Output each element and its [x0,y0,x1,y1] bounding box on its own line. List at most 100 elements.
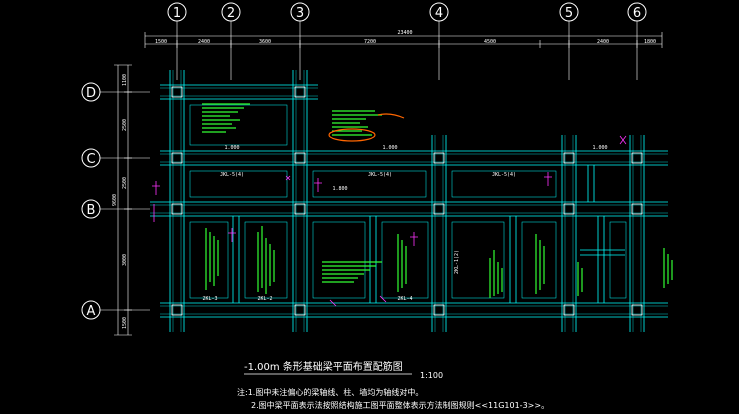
svg-text:2: 2 [227,6,235,21]
beam-row-B[interactable] [150,201,668,217]
beam-secondary-3b[interactable] [369,216,377,303]
beam-row-A[interactable] [160,302,668,318]
svg-text:D: D [86,86,96,101]
svg-text:1500: 1500 [155,39,167,45]
svg-text:2500: 2500 [122,177,128,189]
svg-text:2KL-4: 2KL-4 [397,296,412,302]
svg-text:A: A [87,304,96,319]
column-A3[interactable] [294,304,306,316]
column-B5[interactable] [563,203,575,215]
beam-col-6[interactable] [629,135,645,332]
column-C3[interactable] [294,152,306,164]
column-A4[interactable] [433,304,445,316]
svg-text:9600: 9600 [112,194,118,206]
svg-text:3000: 3000 [122,254,128,266]
highlight-markup[interactable] [328,113,405,142]
svg-text:2KL-2: 2KL-2 [257,296,272,302]
beam-col-3[interactable] [292,70,308,332]
svg-text:1.000: 1.000 [592,145,607,151]
beam-text-labels: 1.000 1.000 1.000 JKL-5(4) JKL-5(4) JKL-… [202,145,607,302]
column-A5[interactable] [563,304,575,316]
annotation-block-6 [397,234,407,292]
grid-bubble-3[interactable]: 3 [290,2,310,80]
svg-text:1800: 1800 [644,39,656,45]
annotation-block-10 [577,262,583,296]
annotation-block-8 [535,234,545,294]
section-marker[interactable] [314,178,322,192]
annotation-block-3 [205,228,219,290]
grid-bubble-2[interactable]: 2 [221,2,241,80]
note-2: 2.图中梁平面表示法按照结构施工图平面整体表示方法制图规则<<11G101-3>… [251,400,549,410]
beam-col-1[interactable] [169,70,185,332]
column-D1[interactable] [171,86,183,98]
svg-text:2400: 2400 [198,39,210,45]
column-B6[interactable] [631,203,643,215]
section-marker[interactable] [152,181,160,195]
beam-row-C[interactable] [160,150,668,166]
section-marker[interactable] [379,295,387,303]
svg-text:1: 1 [173,6,181,21]
annotation-block-2 [332,110,382,136]
svg-text:2KL-3: 2KL-3 [202,296,217,302]
beam-col-4[interactable] [431,135,447,332]
beam-secondary-2[interactable] [232,216,240,303]
beam-secondary-5b[interactable] [580,216,625,303]
beam-secondary-4b[interactable] [509,216,517,303]
annotation-block-7 [489,250,503,298]
svg-text:B: B [87,203,96,218]
column-B1[interactable] [171,203,183,215]
grid-bubble-6[interactable]: 6 [627,2,647,80]
column-A1[interactable] [171,304,183,316]
svg-text:6: 6 [633,6,641,21]
svg-text:1.800: 1.800 [332,186,347,192]
bay-dimensions: 1500 2400 3600 7200 4500 2400 1800 [155,39,656,45]
section-marker[interactable] [228,228,236,242]
svg-text:1.000: 1.000 [382,145,397,151]
drawing-title: -1.00m 条形基础梁平面布置配筋图 [244,360,403,373]
annotation-block-9 [663,248,673,288]
beam-secondary-5c[interactable] [587,165,595,202]
svg-text:2KL-1(2): 2KL-1(2) [454,250,460,274]
note-1: 注:1.图中未注偏心的梁轴线、柱、墙均为轴线对中。 [237,387,423,397]
column-C4[interactable] [433,152,445,164]
beam-col-5[interactable] [561,135,577,332]
grid-bubble-4[interactable]: 4 [429,2,449,80]
column-C5[interactable] [563,152,575,164]
svg-text:4: 4 [435,6,443,21]
annotation-block-1 [202,103,250,133]
beam-row-D[interactable] [160,84,318,100]
svg-text:2500: 2500 [122,119,128,131]
column-C1[interactable] [171,152,183,164]
grid-bubble-5[interactable]: 5 [559,2,579,80]
column-B4[interactable] [433,203,445,215]
row-dimensions: 1100 2500 2500 3000 1500 9600 [112,74,128,329]
svg-text:1100: 1100 [122,74,128,86]
left-dimension-chain [114,64,132,336]
svg-text:JKL-5(4): JKL-5(4) [368,172,392,178]
svg-text:1500: 1500 [122,317,128,329]
foundation-beams [150,70,668,332]
top-dimension-chain [144,32,663,48]
total-dimension: 23400 [397,30,412,36]
section-marker[interactable] [285,175,291,181]
grid-bubble-C[interactable]: C [81,148,150,168]
annotation-block-4 [257,226,275,294]
section-marker[interactable] [329,299,337,307]
column-B3[interactable] [294,203,306,215]
svg-text:2400: 2400 [597,39,609,45]
grid-bubble-1[interactable]: 1 [167,2,187,80]
column-C6[interactable] [631,152,643,164]
svg-text:1.000: 1.000 [224,145,239,151]
svg-text:3600: 3600 [259,39,271,45]
column-A6[interactable] [631,304,643,316]
grid-bubble-A[interactable]: A [81,300,150,320]
section-marker[interactable] [410,232,418,246]
svg-text:JKL-5(4): JKL-5(4) [220,172,244,178]
grid-bubble-D[interactable]: D [81,82,150,102]
svg-text:7200: 7200 [364,39,376,45]
column-D3[interactable] [294,86,306,98]
section-marker[interactable] [544,172,552,186]
section-marker[interactable] [619,135,627,145]
svg-text:5: 5 [565,6,573,21]
